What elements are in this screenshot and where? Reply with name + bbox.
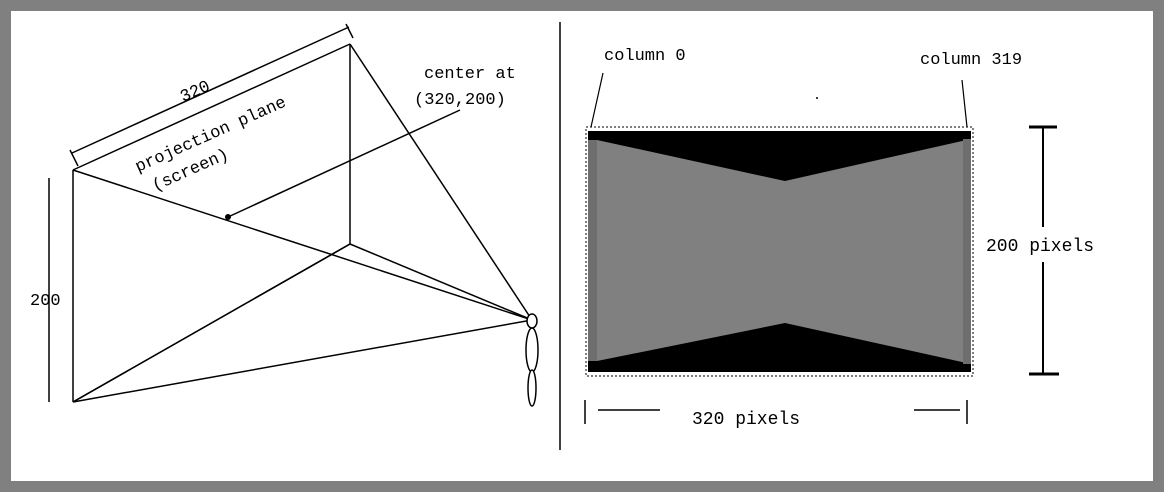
column-last-pointer [961,79,968,128]
ceiling-dark-region [588,131,971,181]
left-column-strip [588,140,597,361]
column-first-label: column 0 [604,47,686,66]
sight-line-top-left [72,169,533,321]
column-last-label: column 319 [920,51,1022,70]
screen-panel [584,72,1059,424]
right-column-strip [963,139,971,364]
column-first-pointer [590,72,604,128]
center-label-line1: center at [424,65,516,84]
width-label: 320 [178,78,214,108]
width-dimension-line [71,26,350,154]
plane-top-edge [72,43,351,171]
height-label: 200 [30,292,61,311]
sight-line-bottom-right [349,243,533,321]
screen-dotted-border [585,126,974,377]
center-label-line2: (320,200) [414,91,506,110]
stray-dot [816,97,818,99]
sight-line-bottom-left [72,319,533,403]
width-dimension-tick-right [345,23,354,39]
plane-center-dot [225,214,231,220]
sight-line-top-right [349,43,533,321]
viewer-figure [525,313,539,407]
center-pointer-line [227,109,461,218]
width-dimension-tick-left [69,149,79,167]
sight-line-floor [72,243,351,403]
projection-plane-panel [48,23,533,403]
viewer-body [525,327,539,373]
viewer-head [526,313,538,329]
viewer-legs [527,369,537,407]
floor-dark-region [588,323,971,372]
width-pixels-label: 320 pixels [692,410,800,430]
height-pixels-label: 200 pixels [986,237,1094,257]
